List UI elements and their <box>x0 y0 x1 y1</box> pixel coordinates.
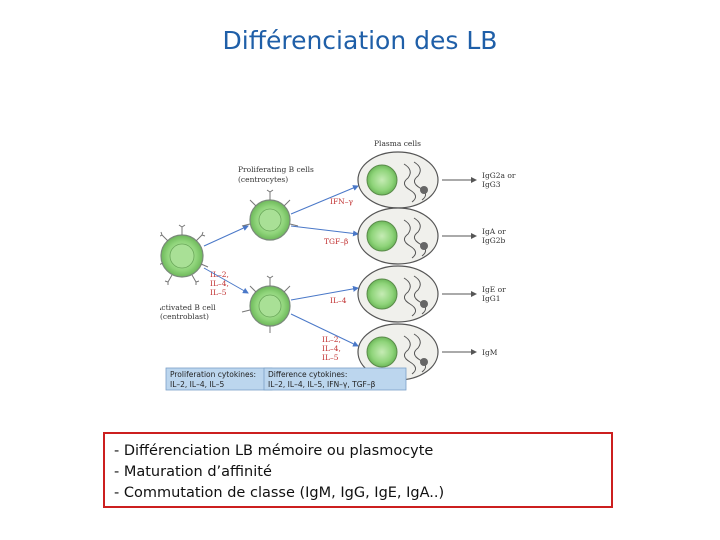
plasma-cells-label: Plasma cells <box>374 139 421 148</box>
summary-line-2: - Maturation d’affinité <box>114 464 272 480</box>
arrow-to-plasma-4 <box>290 313 359 347</box>
il-group-1-line-1: IL–2, <box>210 270 229 279</box>
output-2-line-1: IgA or <box>482 227 506 236</box>
proliferating-label-2: (centrocytes) <box>238 175 288 184</box>
prolif-box-line-2: IL–2, IL–4, IL–5 <box>170 380 225 389</box>
arrow-to-plasma-1 <box>290 185 359 215</box>
summary-line-3: - Commutation de classe (IgM, IgG, IgE, … <box>114 485 445 501</box>
il-group-1-line-3: IL–5 <box>210 288 227 297</box>
tgf-beta-label: TGF–β <box>324 237 348 246</box>
centrocyte-top <box>241 189 299 241</box>
proliferating-label-1: Proliferating B cells <box>238 165 314 174</box>
il4-label: IL–4 <box>330 296 347 305</box>
il-group-1-line-2: IL–4, <box>210 279 229 288</box>
il-group-2-line-3: IL–5 <box>322 353 339 362</box>
output-1-line-2: IgG3 <box>482 180 501 189</box>
plasma-cell-3 <box>357 265 439 323</box>
slide-title: Différenciation des LB <box>222 26 498 55</box>
plasma-cell-2 <box>357 207 439 265</box>
ifn-gamma-label: IFN–γ <box>330 197 353 206</box>
proliferation-cytokines-box: Proliferation cytokines: IL–2, IL–4, IL–… <box>165 367 273 391</box>
plasma-cell-1 <box>357 151 439 209</box>
arrow-to-plasma-2 <box>290 225 359 237</box>
il-group-2-line-1: IL–2, <box>322 335 341 344</box>
activated-label-1: Activated B cell <box>160 303 216 312</box>
activated-b-cell <box>160 224 209 285</box>
diff-box-line-2: IL–2, IL–4, IL–5, IFN–γ, TGF–β <box>268 380 376 389</box>
summary-box: - Différenciation LB mémoire ou plasmocy… <box>103 432 613 508</box>
output-4-line-1: IgM <box>482 348 498 357</box>
il-group-2-line-2: IL–4, <box>322 344 341 353</box>
output-3-line-1: IgE or <box>482 285 506 294</box>
summary-line-1: - Différenciation LB mémoire ou plasmocy… <box>114 443 434 459</box>
activated-label-2: (centroblast) <box>160 312 209 321</box>
arrow-to-plasma-3 <box>290 285 359 301</box>
arrow-to-centrocyte-bottom <box>203 267 249 294</box>
arrow-to-centrocyte-top <box>203 225 249 247</box>
output-1-line-1: IgG2a or <box>482 171 516 180</box>
difference-cytokines-box: Difference cytokines: IL–2, IL–4, IL–5, … <box>263 367 407 391</box>
output-3-line-2: IgG1 <box>482 294 501 303</box>
prolif-box-line-1: Proliferation cytokines: <box>170 370 256 379</box>
b-cell-differentiation-diagram: Activated B cell (centroblast) IL–2, IL–… <box>160 139 516 391</box>
diff-box-line-1: Difference cytokines: <box>268 370 347 379</box>
centrocyte-bottom <box>241 275 291 333</box>
output-2-line-2: IgG2b <box>482 236 506 245</box>
